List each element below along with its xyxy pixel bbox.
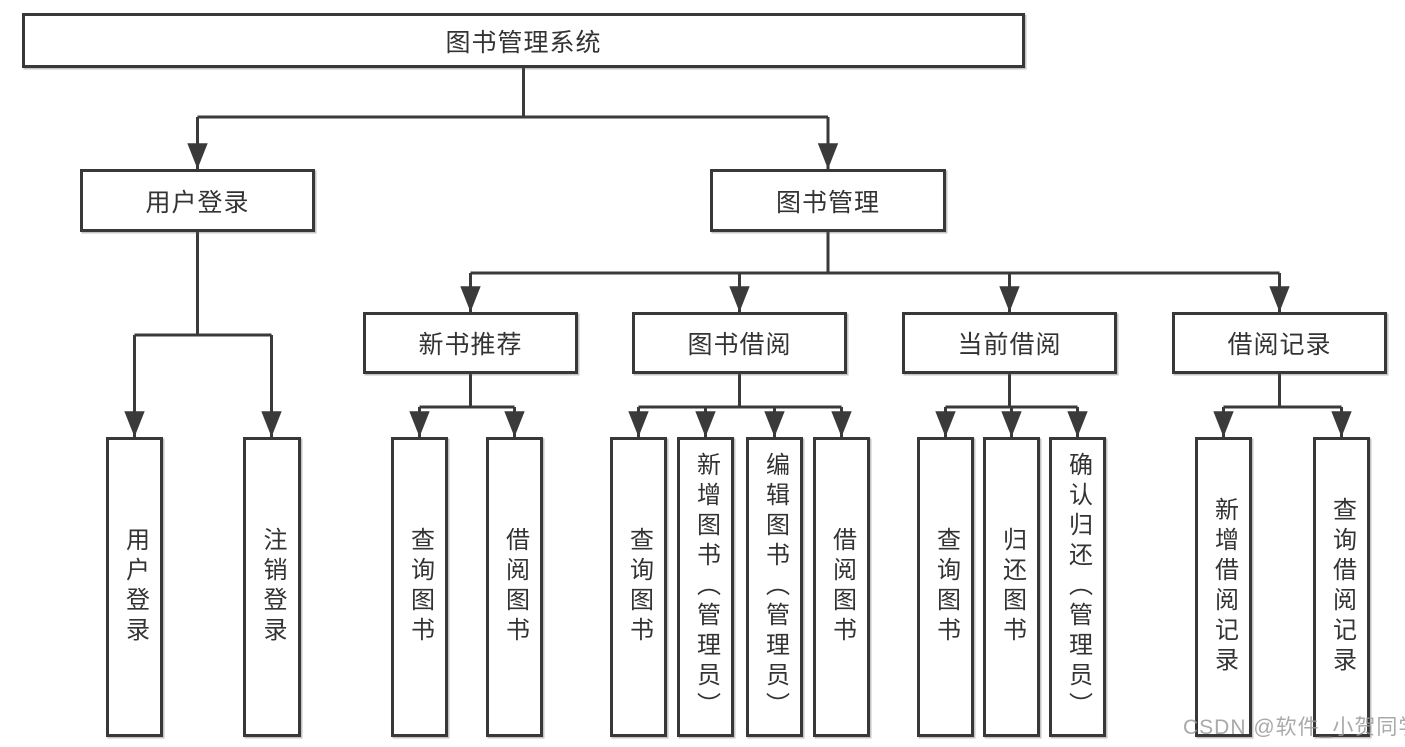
node-library-management-system: 图书管理系统: [22, 13, 1025, 68]
node-current-borrowing: 当前借阅: [902, 312, 1117, 374]
leaf-borrow-books-recommend: 借阅图书: [486, 437, 543, 737]
leaf-query-books-borrowing: 查询图书: [610, 437, 667, 737]
leaf-label: 查询借阅记录: [1328, 497, 1356, 677]
node-label: 当前借阅: [957, 331, 1062, 359]
leaf-label: 借阅图书: [828, 527, 856, 647]
leaf-label: 归还图书: [998, 527, 1026, 647]
node-book-management: 图书管理: [710, 169, 946, 232]
leaf-label: 新增借阅记录: [1210, 497, 1238, 677]
leaf-return-book: 归还图书: [983, 437, 1040, 737]
leaf-query-books-recommend: 查询图书: [391, 437, 448, 737]
node-label: 图书管理系统: [445, 28, 602, 57]
node-label: 借阅记录: [1227, 331, 1332, 359]
connector-book-borrowing-to-leaves: [628, 374, 852, 437]
node-label: 新书推荐: [418, 331, 523, 359]
leaf-user-login: 用户登录: [106, 437, 163, 737]
node-label: 图书管理: [775, 188, 880, 217]
node-label: 用户登录: [145, 188, 250, 217]
node-user-login: 用户登录: [80, 169, 315, 232]
leaf-label: 用户登录: [121, 527, 149, 647]
csdn-watermark: CSDN @软件_小贺同学: [1183, 716, 1405, 739]
connector-user-login-to-leaves: [124, 232, 282, 437]
connector-borrowing-records-to-leaves: [1213, 374, 1352, 437]
leaf-logout: 注销登录: [243, 437, 301, 737]
leaf-borrow-books-2: 借阅图书: [813, 437, 870, 737]
leaf-label: 新增图书（管理员）: [692, 452, 720, 722]
leaf-label: 确认归还（管理员）: [1064, 452, 1092, 722]
node-label: 图书借阅: [687, 331, 792, 359]
connector-new-book-recommend-to-leaves: [409, 374, 525, 437]
node-borrowing-records: 借阅记录: [1172, 312, 1387, 374]
leaf-confirm-return-admin: 确认归还（管理员）: [1049, 437, 1106, 737]
leaf-add-borrow-record: 新增借阅记录: [1195, 437, 1252, 737]
leaf-query-books-current: 查询图书: [917, 437, 974, 737]
leaf-add-book-admin: 新增图书（管理员）: [677, 437, 734, 737]
node-book-borrowing: 图书借阅: [632, 312, 847, 374]
leaf-edit-book-admin: 编辑图书（管理员）: [746, 437, 803, 737]
node-new-book-recommend: 新书推荐: [363, 312, 578, 374]
leaf-label: 查询图书: [625, 527, 653, 647]
leaf-label: 借阅图书: [501, 527, 529, 647]
connector-root-to-level2: [187, 68, 839, 169]
connector-current-borrowing-to-leaves: [935, 374, 1088, 437]
leaf-query-borrow-record: 查询借阅记录: [1313, 437, 1370, 737]
leaf-label: 查询图书: [406, 527, 434, 647]
leaf-label: 编辑图书（管理员）: [761, 452, 789, 722]
connector-book-management-to-level3: [460, 232, 1290, 312]
leaf-label: 查询图书: [932, 527, 960, 647]
leaf-label: 注销登录: [259, 527, 286, 647]
